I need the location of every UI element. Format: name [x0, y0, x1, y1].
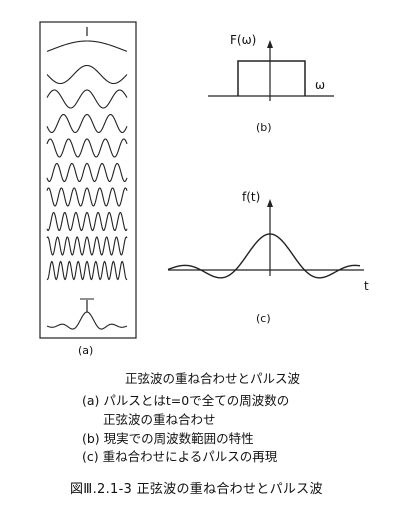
caption-title: 正弦波の重ね合わせとパルス波 — [125, 371, 301, 386]
sine-wave — [46, 260, 128, 281]
c-y-label: f(t) — [242, 190, 260, 204]
panel-c-label: (c) — [256, 312, 271, 325]
panel-b-label: (b) — [256, 121, 272, 134]
panel-a-label: (a) — [78, 344, 93, 357]
b-y-arrow — [267, 40, 273, 48]
sine-wave — [46, 187, 128, 207]
sum-pulse — [46, 311, 128, 330]
figure-canvas: (a) F(ω) ω (b) f(t) t (c) — [39, 21, 369, 357]
caption-item-a-line2: 正弦波の重ね合わせ — [103, 412, 216, 427]
wave-stack — [46, 40, 128, 281]
spectrum-rectangle — [237, 60, 306, 96]
sine-wave — [46, 113, 128, 134]
c-x-label: t — [364, 279, 369, 293]
b-y-label: F(ω) — [230, 33, 256, 47]
t-zero-marker — [80, 298, 94, 312]
panel-a: (a) — [39, 21, 137, 357]
sine-wave — [46, 211, 128, 232]
caption-item-a-line1: (a) パルスとはt=0で全ての周波数の — [82, 393, 290, 408]
panel-b: F(ω) ω (b) — [208, 33, 334, 134]
caption-item-b: (b) 現実での周波数範囲の特性 — [82, 431, 254, 446]
sine-wave — [46, 236, 128, 256]
sine-wave — [46, 64, 128, 85]
sine-wave — [46, 89, 128, 109]
sine-wave — [46, 162, 128, 183]
figure-caption: 図Ⅲ.2.1-3 正弦波の重ね合わせとパルス波 — [70, 482, 323, 497]
pulse-curve — [167, 233, 361, 279]
sine-wave — [46, 40, 128, 52]
b-x-label: ω — [315, 78, 325, 92]
sine-wave — [46, 138, 128, 158]
panel-a-frame — [39, 21, 137, 339]
c-y-arrow — [267, 199, 273, 207]
caption-item-c: (c) 重ね合わせによるパルスの再現 — [82, 449, 278, 464]
panel-c: f(t) t (c) — [167, 190, 369, 325]
